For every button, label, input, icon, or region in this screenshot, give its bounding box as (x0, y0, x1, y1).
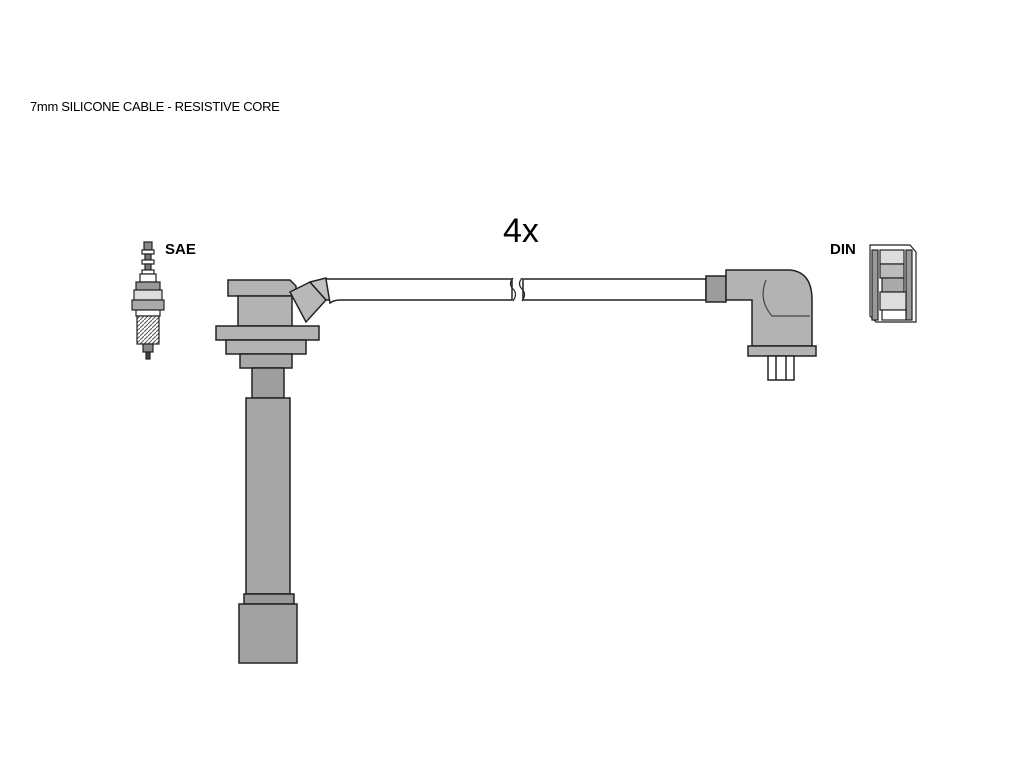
spark-plug-boot (215, 277, 336, 664)
din-terminal-icon (869, 244, 917, 323)
din-terminal-label: DIN (830, 241, 856, 258)
coil-connector-boot (705, 269, 817, 381)
quantity-label: 4x (503, 212, 539, 250)
ignition-cable (325, 278, 707, 305)
cable-break-mark (509, 277, 526, 302)
spark-plug-icon (131, 241, 165, 360)
sae-terminal-label: SAE (165, 241, 196, 258)
cable-spec-caption: 7mm SILICONE CABLE - RESISTIVE CORE (30, 99, 280, 114)
